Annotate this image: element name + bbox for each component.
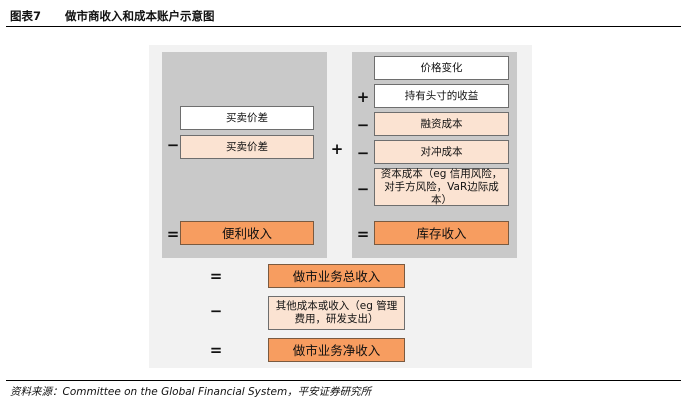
hedging-cost-box: 对冲成本 <box>374 140 509 164</box>
source-note: 资料来源：Committee on the Global Financial S… <box>10 386 372 398</box>
equals-operator: = <box>166 225 180 243</box>
plus-operator: + <box>330 140 344 158</box>
funding-cost-box: 融资成本 <box>374 112 509 136</box>
minus-operator: − <box>356 116 370 134</box>
other-costs-box: 其他成本或收入（eg 管理费用，研发支出） <box>268 296 405 330</box>
position-income-box: 持有头寸的收益 <box>374 84 509 108</box>
inventory-income-box: 库存收入 <box>374 221 509 245</box>
equals-operator: = <box>209 341 223 359</box>
net-revenue-box: 做市业务净收入 <box>268 338 405 362</box>
convenience-income-box: 便利收入 <box>180 221 314 245</box>
figure-label: 图表7 <box>10 9 42 23</box>
minus-operator: − <box>356 180 370 198</box>
plus-operator: + <box>356 88 370 106</box>
minus-operator: − <box>209 302 223 320</box>
equals-operator: = <box>209 267 223 285</box>
minus-operator: − <box>166 136 180 154</box>
bottom-rule <box>6 380 681 381</box>
minus-operator: − <box>356 144 370 162</box>
figure-title-text: 做市商收入和成本账户示意图 <box>65 9 215 23</box>
total-revenue-box: 做市业务总收入 <box>268 264 405 288</box>
bid-ask-spread-box: 买卖价差 <box>180 106 314 130</box>
figure-title: 图表7 做市商收入和成本账户示意图 <box>10 8 215 24</box>
equals-operator: = <box>356 225 370 243</box>
capital-cost-box: 资本成本（eg 信用风险，对手方风险，VaR边际成本） <box>374 168 509 206</box>
price-change-box: 价格变化 <box>374 56 509 80</box>
top-rule <box>6 26 681 27</box>
bid-ask-spread-cost-box: 买卖价差 <box>180 135 314 159</box>
